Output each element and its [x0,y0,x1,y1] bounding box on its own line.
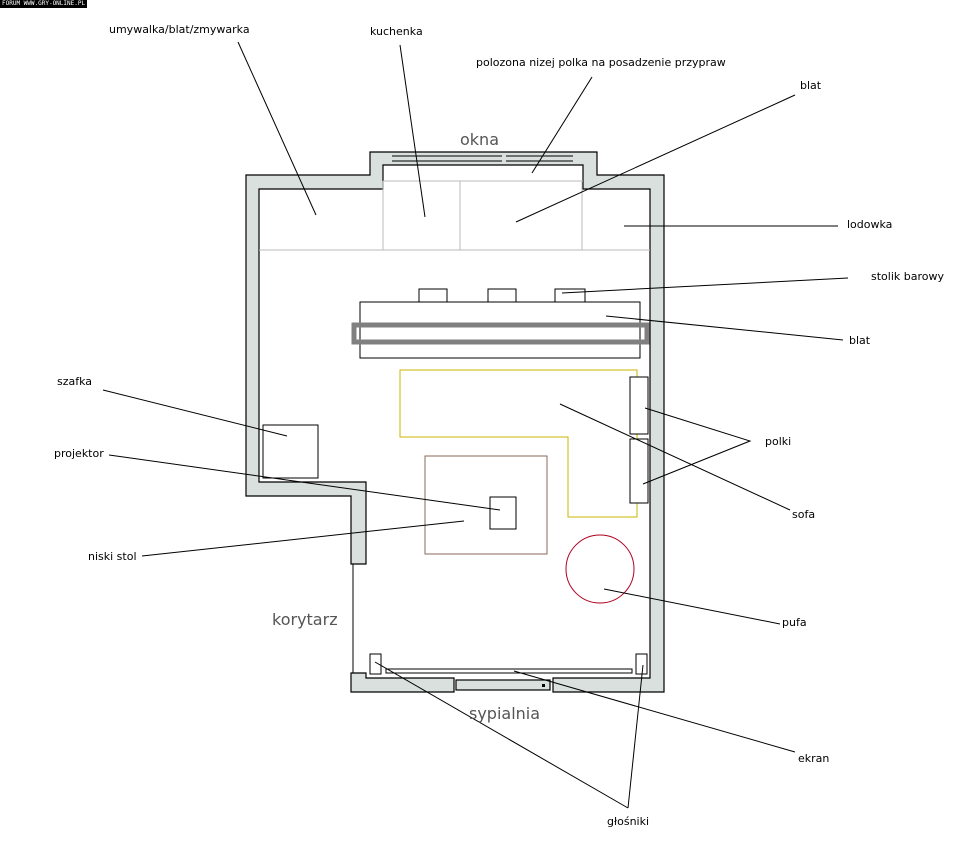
watermark: FORUM WWW.GRY-ONLINE.PL [0,0,88,8]
label-counter-top: blat [800,79,822,92]
screen [385,668,633,674]
bar-stool [487,288,517,303]
room-label-corridor: korytarz [272,610,338,629]
label-pouf: pufa [782,616,807,629]
label-fridge: lodowka [847,218,893,231]
bar-counter-top [351,322,650,345]
label-bar-stool: stolik barowy [871,270,944,283]
pouf [565,534,635,604]
label-coffee-table: niski stol [88,550,137,563]
label-stove: kuchenka [370,25,423,38]
speaker [635,653,648,675]
main-wall [245,151,665,693]
bottom-wall-middle [455,679,551,691]
projector [489,496,517,530]
label-sink: umywalka/blat/zmywarka [109,23,250,36]
label-projector: projektor [54,447,104,460]
bar-stools [418,288,586,303]
room-label-bedroom: sypialnia [469,704,541,723]
rug-coffee-table [424,455,548,555]
room-label-windows: okna [460,130,499,149]
label-shelves: polki [765,435,792,448]
bottom-wall-left [350,672,455,693]
leader-lines [102,41,849,809]
cabinet [262,424,319,479]
door-handle [542,684,545,687]
shelf [629,438,649,504]
speaker [369,653,382,675]
walls [245,151,665,693]
bar-counter [359,301,641,359]
bar-stool [418,288,448,303]
shelf [629,376,649,435]
label-screen: ekran [798,752,830,765]
label-sofa: sofa [792,508,816,521]
bar-stool [554,288,586,303]
sofa [399,369,638,518]
label-speakers: głośniki [607,815,650,828]
label-counter-bar: blat [849,334,871,347]
label-spice-shelf: polozona nizej polka na posadzenie przyp… [476,56,726,69]
label-cabinet: szafka [57,375,93,388]
kitchen-counters [259,180,650,251]
